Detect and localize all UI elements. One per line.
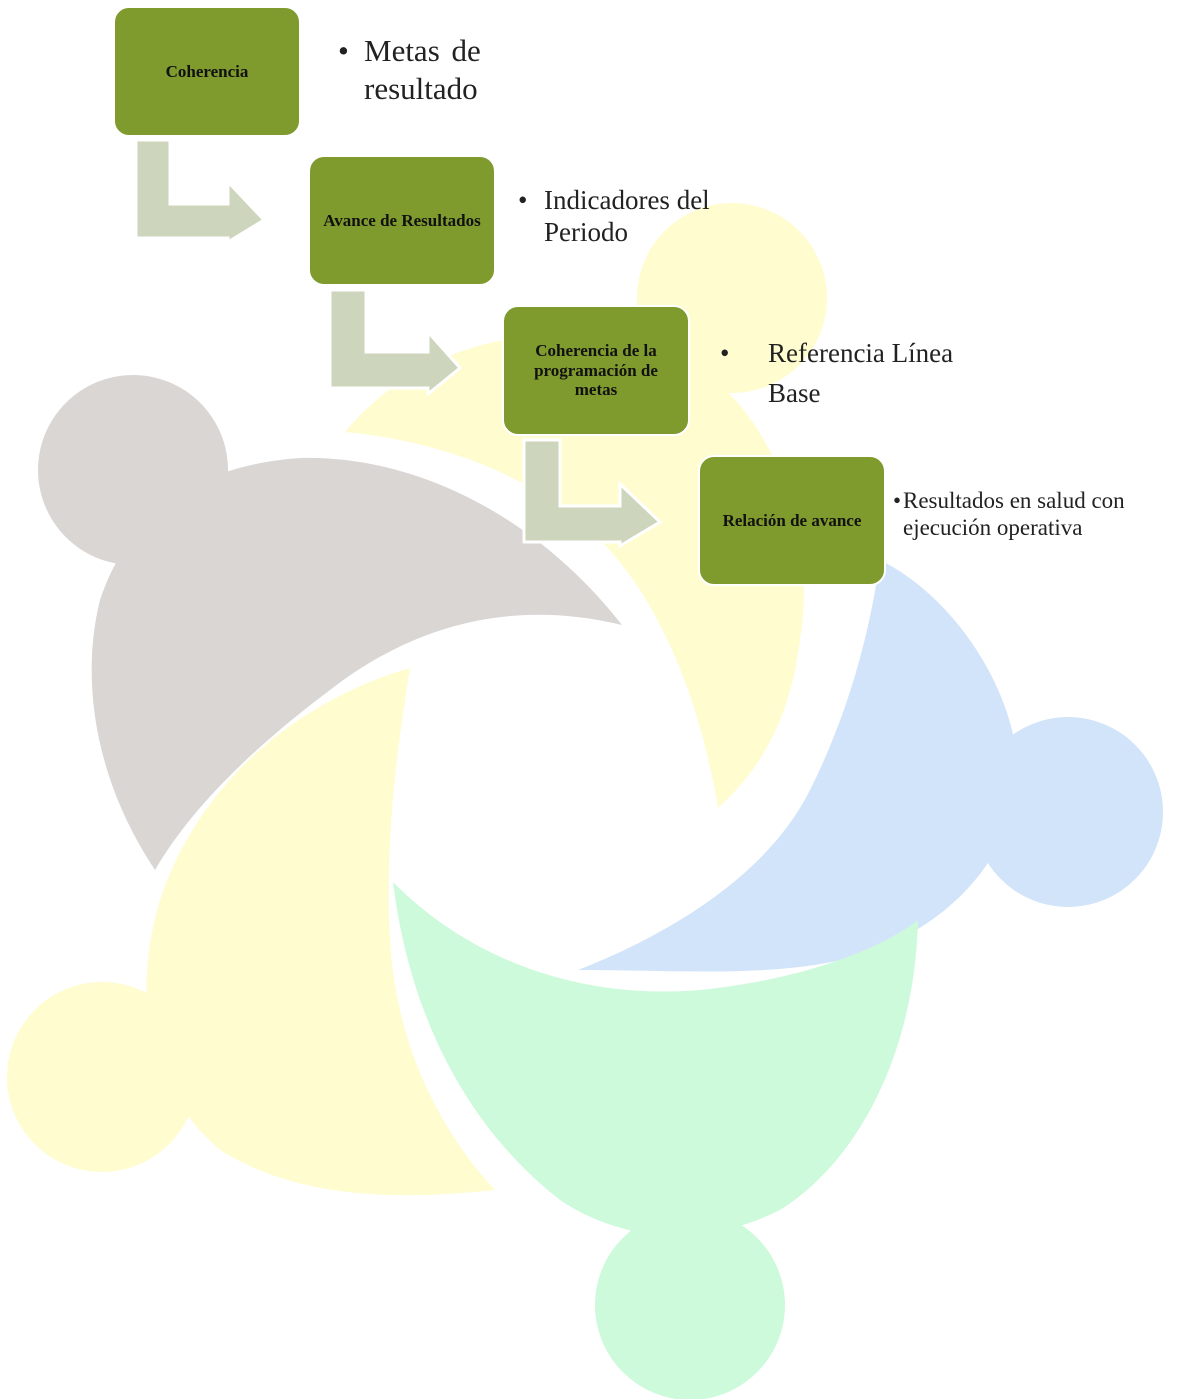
figure-body-left xyxy=(91,457,623,870)
arrow-2 xyxy=(328,288,463,398)
bullet-icon: • xyxy=(893,488,902,513)
bullet-icon: • xyxy=(720,338,730,368)
step-label-2: Avance de Resultados xyxy=(323,210,481,230)
step-note-text-1: Metas de resultado xyxy=(364,33,481,106)
step-note-3: • Referencia Línea Base xyxy=(720,333,980,413)
step-box-3: Coherencia de la programación de metas xyxy=(502,305,690,436)
figure-head-bottom-left xyxy=(7,982,197,1172)
step-label-1: Coherencia xyxy=(165,61,249,81)
figure-head-right xyxy=(973,717,1163,907)
figure-body-right xyxy=(578,560,1019,972)
step-note-text-3: Referencia Línea Base xyxy=(768,338,954,408)
step-note-1: • Metas de resultado xyxy=(338,32,508,108)
step-box-2: Avance de Resultados xyxy=(308,155,496,286)
step-note-text-2: Indicadores del Periodo xyxy=(544,185,710,247)
arrow-3 xyxy=(522,438,663,549)
figure-body-bottom xyxy=(393,882,918,1236)
step-box-4: Relación de avance xyxy=(698,455,886,586)
step-note-4: • Resultados en salud con ejecución oper… xyxy=(893,487,1189,541)
step-label-3: Coherencia de la programación de metas xyxy=(534,341,658,400)
bullet-icon: • xyxy=(338,33,349,68)
step-note-2: • Indicadores del Periodo xyxy=(518,184,748,248)
figure-head-bottom xyxy=(595,1210,785,1399)
bullet-icon: • xyxy=(518,185,528,215)
figure-body-top xyxy=(345,335,804,808)
step-label-4: Relación de avance xyxy=(722,510,862,530)
figure-body-bottom-left xyxy=(146,668,495,1196)
step-box-1: Coherencia xyxy=(113,6,301,137)
step-note-text-4: Resultados en salud con ejecución operat… xyxy=(903,488,1125,540)
arrow-1 xyxy=(134,138,267,245)
